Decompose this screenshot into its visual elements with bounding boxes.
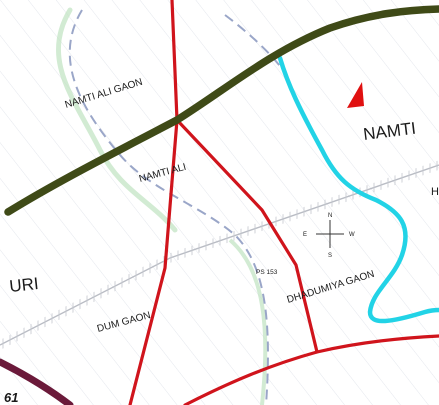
dashed-footpath-top [224, 14, 284, 71]
compass-s: S [328, 253, 332, 259]
compass-e: E [303, 232, 307, 238]
red-road-bottom [183, 334, 439, 405]
maroon-road [0, 358, 74, 405]
north-arrow-icon [347, 82, 364, 108]
red-roads [128, 0, 439, 405]
label-uri: URI [8, 274, 39, 296]
compass-icon: N S E W [303, 213, 355, 259]
label-ps-153: PS 153 [256, 269, 278, 276]
red-road-vertical [128, 0, 179, 405]
label-edge-letter: H [431, 186, 439, 198]
label-corner-text: 61 [4, 390, 18, 405]
railway-line [0, 160, 439, 350]
green-track-left [56, 7, 178, 233]
green-track-lower [228, 238, 268, 405]
red-road-diagonal [175, 118, 319, 354]
major-road [4, 5, 439, 216]
dashed-footpath [68, 9, 269, 405]
compass-w: W [349, 232, 355, 238]
compass-n: N [328, 213, 332, 219]
river [277, 55, 439, 324]
